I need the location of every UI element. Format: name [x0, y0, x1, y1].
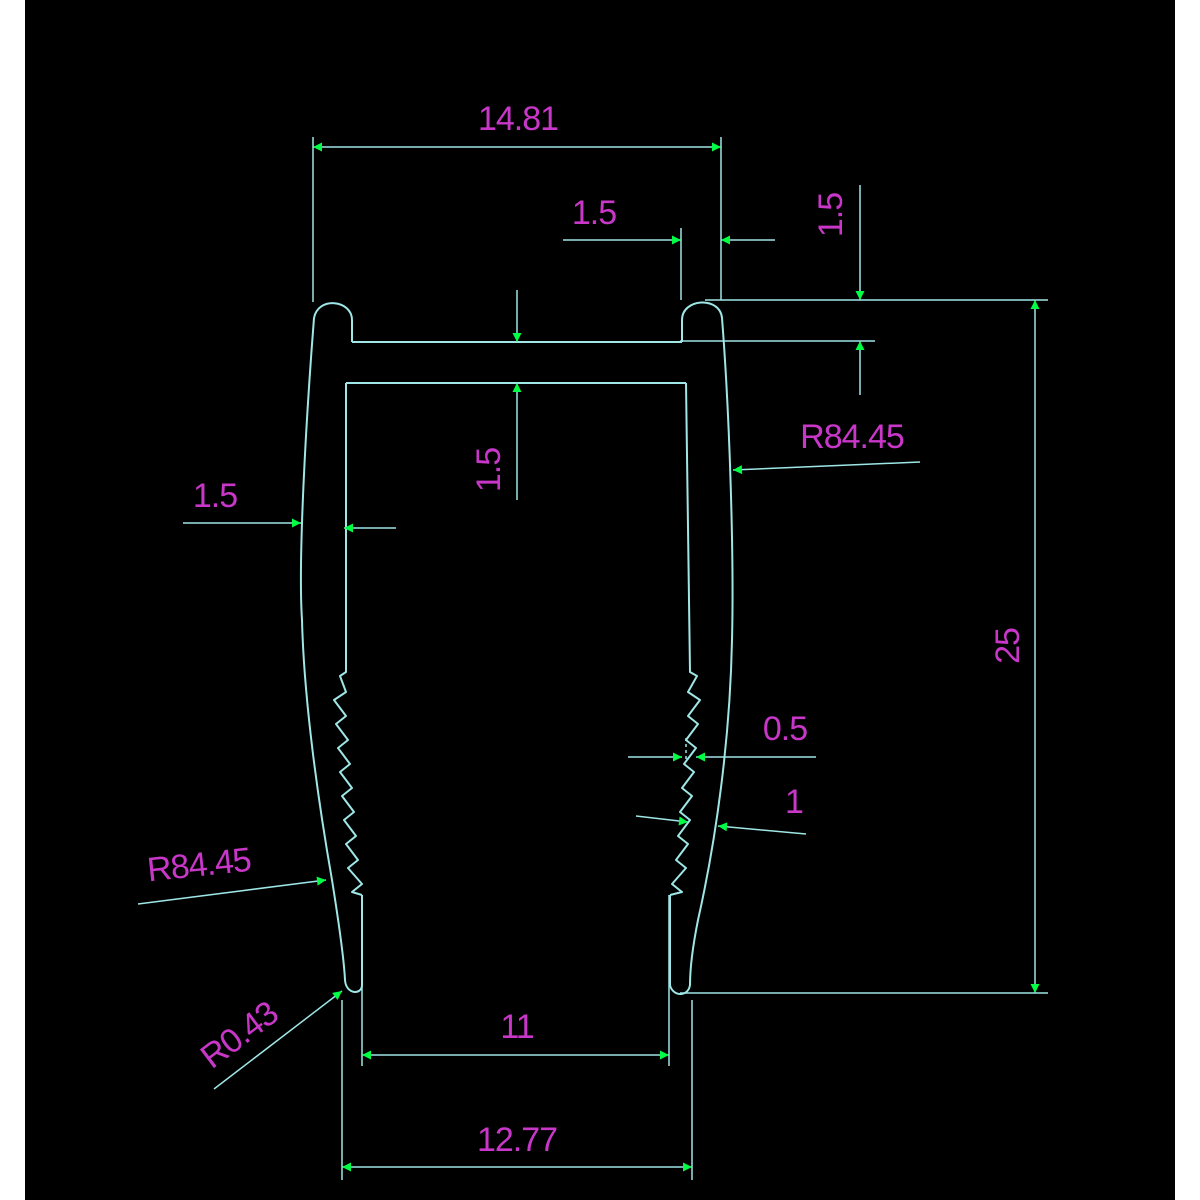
dim-wall-thickness: 1.5 [193, 477, 237, 515]
dim-web-thickness: 1.5 [470, 448, 508, 492]
dim-overall-height: 25 [989, 628, 1027, 664]
dim-radius-upper: R84.45 [800, 418, 904, 456]
dim-tooth-pitch: 1 [785, 783, 803, 821]
dim-top-width: 14.81 [478, 100, 558, 138]
right-wall-inner-teeth [669, 320, 701, 896]
left-wall-outer [299, 302, 363, 993]
dim-bottom-width: 12.77 [477, 1121, 557, 1159]
dim-tooth-depth: 0.5 [763, 710, 807, 748]
dimension-labels: 14.81 1.5 1.5 1.5 1.5 R84.45 25 0.5 1 R8… [145, 100, 1027, 1159]
right-wall-outer [669, 301, 734, 995]
dim-inner-opening: 11 [500, 1008, 533, 1046]
left-wall-inner-teeth [333, 320, 363, 896]
dim-lip-height: 1.5 [812, 193, 850, 237]
drawing-background [25, 0, 1175, 1200]
dim-lip-width: 1.5 [572, 194, 616, 232]
dimension-lines [137, 137, 1048, 1180]
